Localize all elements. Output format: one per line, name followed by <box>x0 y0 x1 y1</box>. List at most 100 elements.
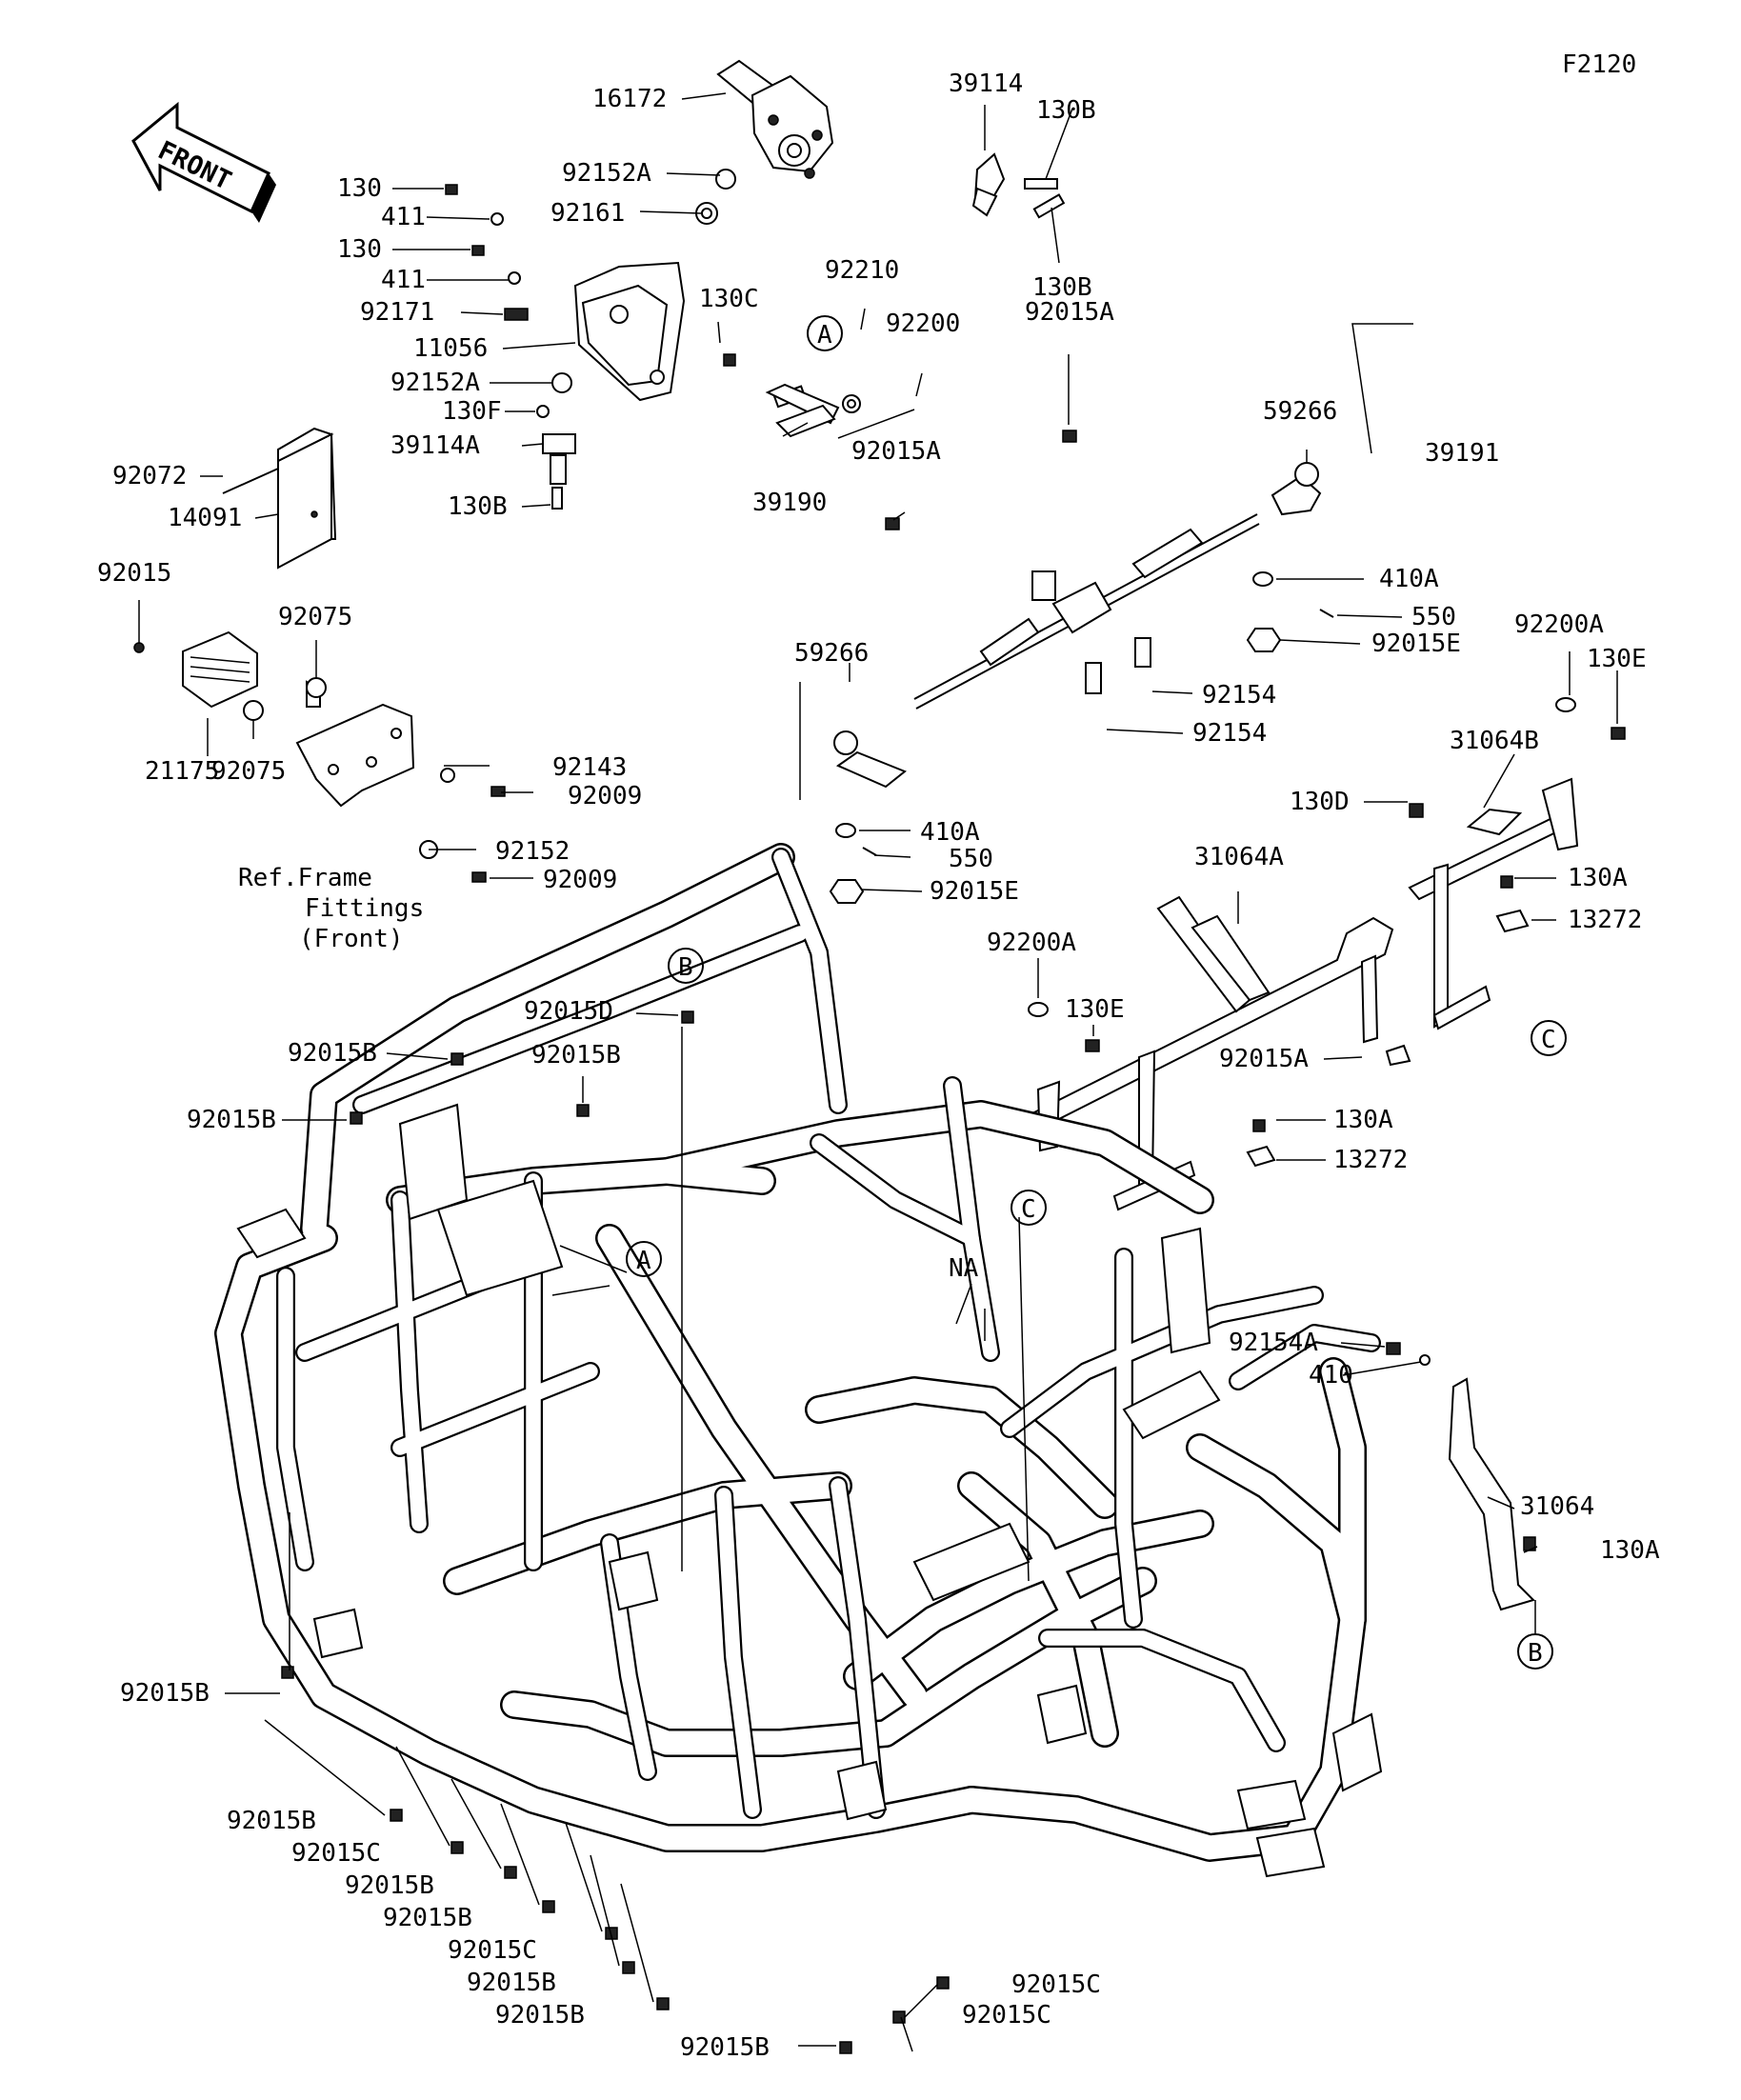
marker-c: C <box>1541 1026 1556 1054</box>
reference-markers: A A B B C C <box>626 315 1567 1670</box>
callout-label: 92015A <box>1025 298 1114 327</box>
callout-label: 130D <box>1290 788 1350 816</box>
regulator-module <box>133 630 327 721</box>
callout-label: 92015E <box>1371 630 1461 658</box>
callout-label: 39190 <box>752 489 827 517</box>
callout-label: 92015B <box>187 1106 276 1134</box>
callout-label: 92015A <box>1219 1045 1309 1073</box>
callout-label: 92152A <box>562 159 651 188</box>
callout-label: 130F <box>442 397 502 426</box>
ref-note-line1: Ref.Frame <box>238 864 372 892</box>
callout-label: 59266 <box>1263 397 1337 426</box>
callout-label: 411 <box>381 266 426 294</box>
marker-b: B <box>1528 1639 1543 1668</box>
marker-b: B <box>678 953 693 982</box>
callout-label: 92143 <box>552 753 627 782</box>
callout-label: 92075 <box>211 757 286 786</box>
callout-label: 410 <box>1309 1361 1353 1390</box>
callout-label: 31064 <box>1520 1492 1594 1521</box>
ecu-box <box>222 427 337 570</box>
callout-label: 92015D <box>524 997 613 1026</box>
callout-label: 410A <box>1379 565 1439 593</box>
marker-a: A <box>636 1247 651 1275</box>
steering-shaft-joint <box>542 353 861 510</box>
callout-label: 92200A <box>987 929 1076 957</box>
callout-label: 92015B <box>383 1904 472 1932</box>
callout-label: 92015B <box>467 1969 556 1997</box>
callout-label: 92171 <box>360 298 434 327</box>
ref-note-line3: (Front) <box>299 925 404 953</box>
part-callouts: 16172 92152A 92161 130 411 130 411 92171… <box>97 70 1660 2062</box>
callout-label: 92015C <box>1011 1970 1101 1999</box>
callout-label: 39114 <box>949 70 1023 98</box>
callout-label: 13272 <box>1333 1146 1408 1174</box>
callout-label: 92072 <box>112 462 187 490</box>
callout-label: 130A <box>1600 1536 1660 1565</box>
callout-label: 411 <box>381 203 426 231</box>
callout-label: 130A <box>1333 1106 1393 1134</box>
callout-label: 130A <box>1568 864 1628 892</box>
callout-label: 130 <box>337 174 382 203</box>
cross-brace-31064b <box>1408 697 1626 1030</box>
callout-label: 59266 <box>794 639 869 668</box>
callout-label: 11056 <box>413 334 488 363</box>
upper-universal-joint <box>971 152 1066 219</box>
callout-label: 550 <box>949 845 993 873</box>
callout-label: 92015C <box>962 2001 1051 2030</box>
callout-label: 92015C <box>291 1839 381 1868</box>
callout-label: 92015B <box>120 1679 210 1708</box>
cross-brace-31064 <box>1386 1342 1536 1611</box>
callout-label: 410A <box>920 818 980 847</box>
callout-label: 39114A <box>390 431 480 460</box>
callout-label: 130B <box>1036 96 1096 125</box>
callout-label: 92015B <box>227 1807 316 1835</box>
callout-label: 13272 <box>1568 906 1642 934</box>
callout-label: 92152A <box>390 369 480 397</box>
mounting-bracket-front <box>295 703 506 883</box>
callout-label: 92154 <box>1202 681 1276 710</box>
callout-label: 92210 <box>825 256 899 285</box>
callout-label: NA <box>949 1254 979 1283</box>
callout-label: 92154A <box>1229 1329 1318 1357</box>
marker-a: A <box>817 321 832 350</box>
callout-label: 130B <box>1032 273 1092 302</box>
vehicle-frame <box>214 843 1383 1878</box>
callout-label: 92015A <box>851 437 941 466</box>
callout-label: 92015B <box>495 2001 585 2030</box>
callout-label: 39191 <box>1425 439 1499 468</box>
callout-label: 92015E <box>930 877 1019 906</box>
callout-label: 31064A <box>1194 843 1284 871</box>
callout-label: 92009 <box>543 866 617 894</box>
callout-label: 92200 <box>886 310 960 338</box>
callout-label: 130 <box>337 235 382 264</box>
callout-label: 130B <box>448 492 508 521</box>
rack-and-pinion <box>833 430 1322 789</box>
callout-label: 92015B <box>531 1041 621 1070</box>
callout-label: 16172 <box>592 85 667 113</box>
intermediate-shaft <box>765 383 840 438</box>
callout-label: 92015 <box>97 559 171 588</box>
power-steering-unit <box>716 59 834 179</box>
callout-label: 92154 <box>1192 719 1267 748</box>
callout-label: 92075 <box>278 603 352 631</box>
callout-label: 92015C <box>448 1936 537 1965</box>
callout-label: 92152 <box>495 837 570 866</box>
callout-label: 92161 <box>550 199 625 228</box>
callout-label: 130E <box>1065 995 1125 1024</box>
callout-label: 130C <box>699 285 759 313</box>
callout-label: 550 <box>1411 603 1456 631</box>
marker-c: C <box>1021 1195 1036 1224</box>
frame-fasteners <box>281 1010 950 2054</box>
callout-label: 130E <box>1587 645 1647 673</box>
rack-nuts-and-washers <box>829 571 1334 904</box>
callout-label: 92200A <box>1514 610 1604 639</box>
callout-label: 92015B <box>680 2033 770 2062</box>
figure-code: F2120 <box>1562 50 1636 79</box>
callout-label: 92015B <box>288 1039 377 1068</box>
callout-label: 31064B <box>1450 727 1539 755</box>
front-arrow-icon: FRONT <box>131 101 276 223</box>
ref-note-line2: Fittings <box>305 894 424 923</box>
callout-label: 92015B <box>345 1871 434 1900</box>
callout-label: 21175 <box>145 757 219 786</box>
